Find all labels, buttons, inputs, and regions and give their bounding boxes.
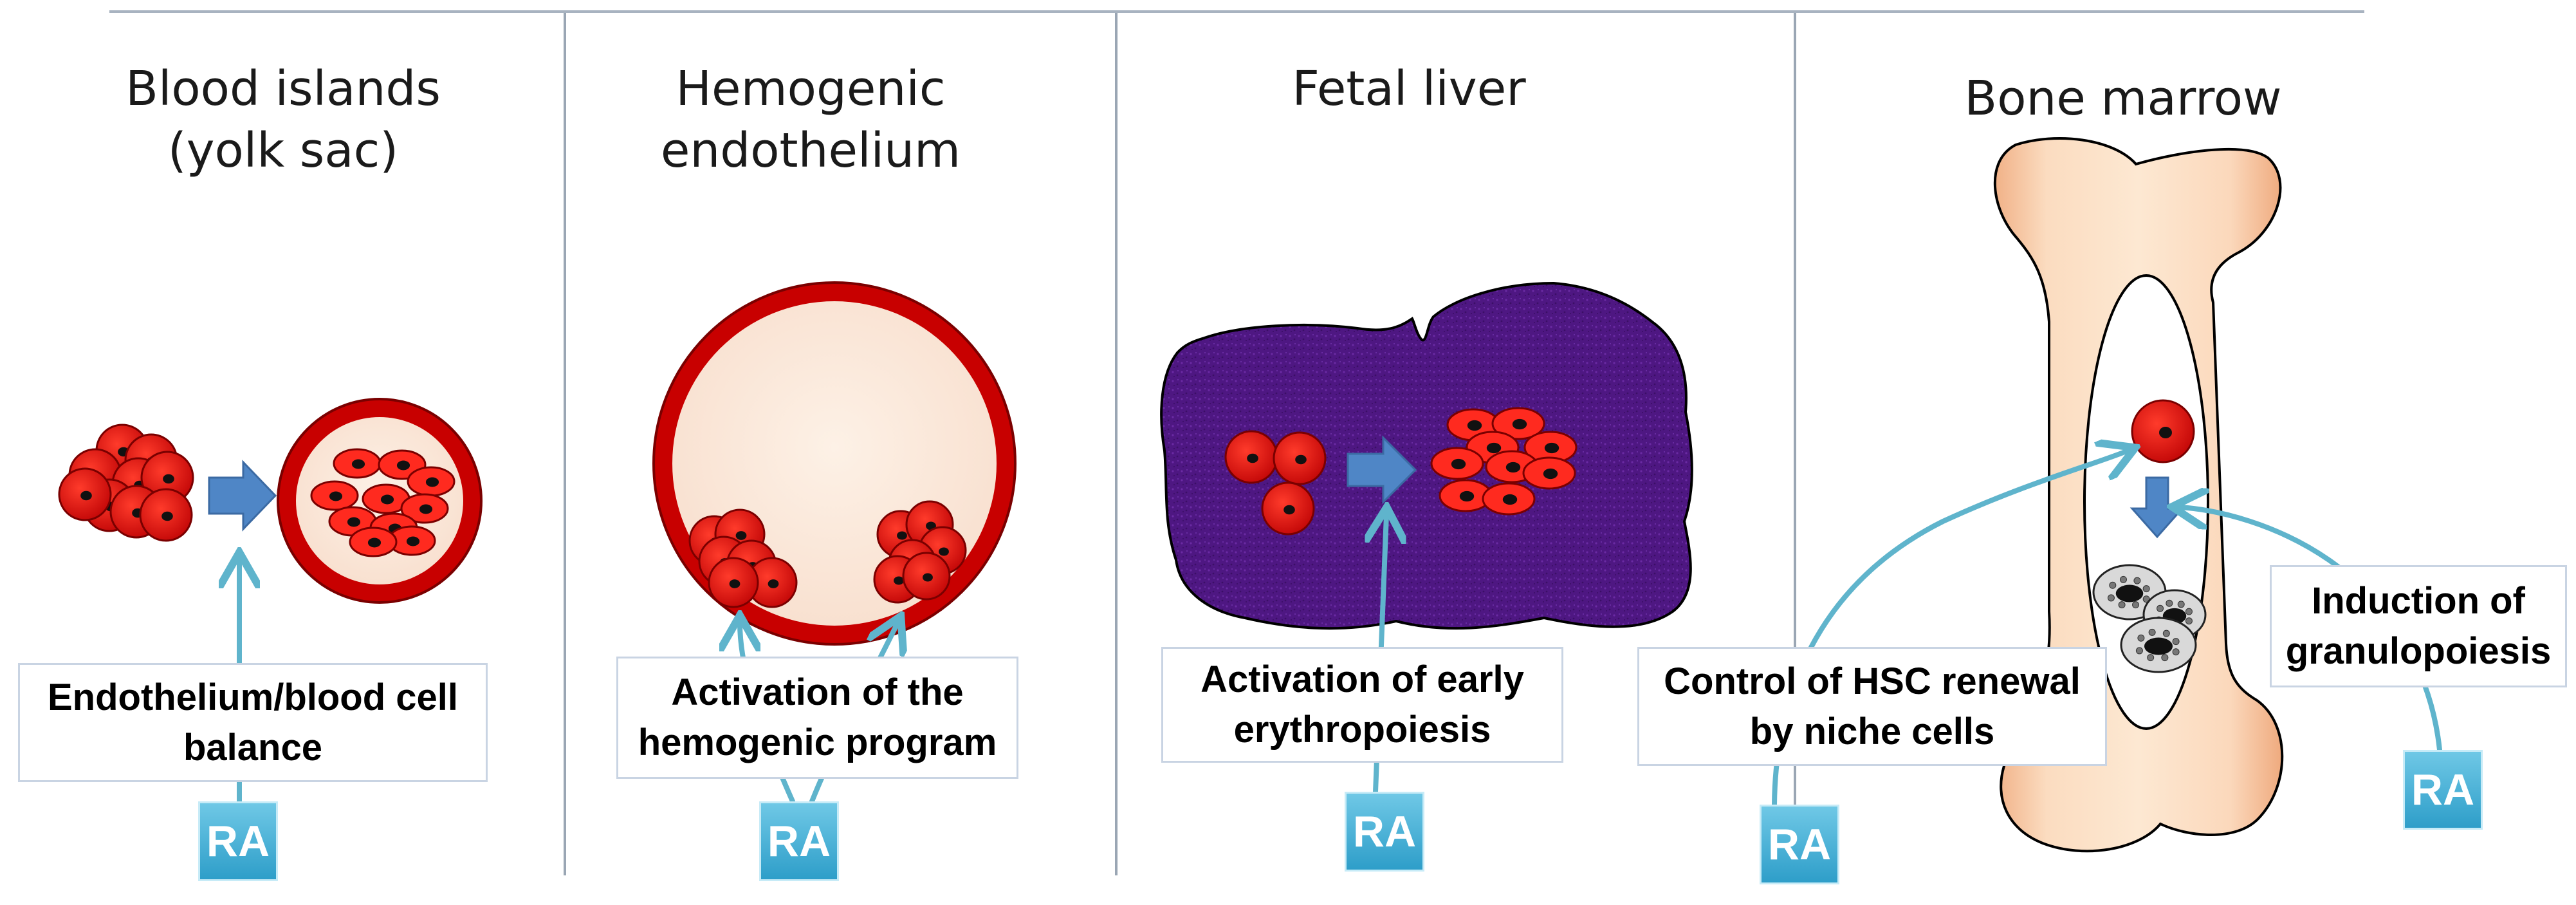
erythrocyte: [349, 527, 398, 557]
caption-hsc-renewal: Control of HSC renewal by niche cells: [1637, 647, 2107, 766]
granulocytes: [2092, 564, 2207, 673]
liver-erythrocytes: [1430, 407, 1578, 516]
ra-box-panel-1: RA: [198, 801, 278, 881]
caption-line: balance: [183, 726, 322, 769]
red-blood-cell: [1224, 430, 1278, 484]
caption-endothelium-balance: Endothelium/blood cell balance: [18, 663, 488, 782]
caption-line: Endothelium/blood cell: [48, 676, 458, 718]
caption-line: hemogenic program: [638, 722, 997, 763]
erythrocyte: [362, 483, 410, 514]
fetal-liver-shape: [1160, 281, 1693, 630]
title-hemogenic-endothelium: Hemogenic endothelium: [579, 58, 1042, 182]
red-blood-cell: [1273, 431, 1327, 485]
red-blood-cell: [1261, 481, 1315, 536]
caption-line: Activation of early: [1201, 658, 1524, 700]
erythrocyte: [1430, 447, 1484, 480]
caption-line: erythropoiesis: [1233, 709, 1491, 751]
process-arrow-1: [208, 460, 277, 532]
title-line: (yolk sac): [167, 123, 399, 178]
erythrocyte: [333, 448, 382, 479]
hematopoietic-stem-cell: [2131, 399, 2195, 463]
title-line: Fetal liver: [1292, 61, 1526, 117]
caption-line: granulopoiesis: [2285, 630, 2552, 672]
granulocyte: [2120, 617, 2197, 673]
red-blood-cell: [708, 557, 759, 608]
erythrocyte: [1482, 482, 1536, 516]
erythrocyte: [1491, 407, 1545, 440]
caption-granulopoiesis: Induction of granulopoiesis: [2270, 565, 2567, 687]
red-blood-cell: [58, 467, 112, 521]
red-blood-cell: [902, 552, 951, 601]
title-line: Bone marrow: [1964, 71, 2282, 126]
ra-box-hsc-renewal: RA: [1760, 805, 1839, 884]
red-blood-cell: [746, 557, 798, 608]
caption-line: by niche cells: [1749, 710, 1995, 752]
red-blood-cell: [140, 451, 194, 505]
process-arrow-3: [1347, 435, 1417, 505]
title-line: Blood islands: [125, 61, 441, 117]
erythrocyte: [400, 493, 449, 524]
red-blood-cell: [139, 488, 193, 542]
ra-box-panel-2: RA: [759, 801, 839, 881]
hemogenic-vessel: [652, 281, 1017, 646]
caption-line: Activation of the: [671, 671, 964, 713]
title-bone-marrow: Bone marrow: [1891, 68, 2355, 129]
title-line: Hemogenic: [676, 61, 946, 117]
title-fetal-liver: Fetal liver: [1177, 58, 1641, 120]
caption-line: Control of HSC renewal: [1664, 660, 2081, 702]
ra-box-granulopoiesis: RA: [2403, 750, 2483, 830]
title-blood-islands: Blood islands (yolk sac): [51, 58, 515, 182]
liver-progenitor-cells: [1224, 430, 1327, 536]
yolk-sac-cell-cluster: [58, 424, 194, 542]
blood-island-vessel: [277, 398, 483, 604]
ra-box-panel-3: RA: [1345, 792, 1424, 872]
erythrocyte: [387, 525, 436, 556]
caption-early-erythropoiesis: Activation of early erythropoiesis: [1161, 647, 1563, 763]
erythrocyte: [407, 466, 455, 497]
erythrocyte: [310, 480, 359, 511]
title-line: endothelium: [660, 123, 961, 178]
caption-line: Induction of: [2312, 580, 2525, 622]
erythrocyte: [1522, 456, 1576, 490]
caption-hemogenic-program: Activation of the hemogenic program: [616, 657, 1018, 779]
